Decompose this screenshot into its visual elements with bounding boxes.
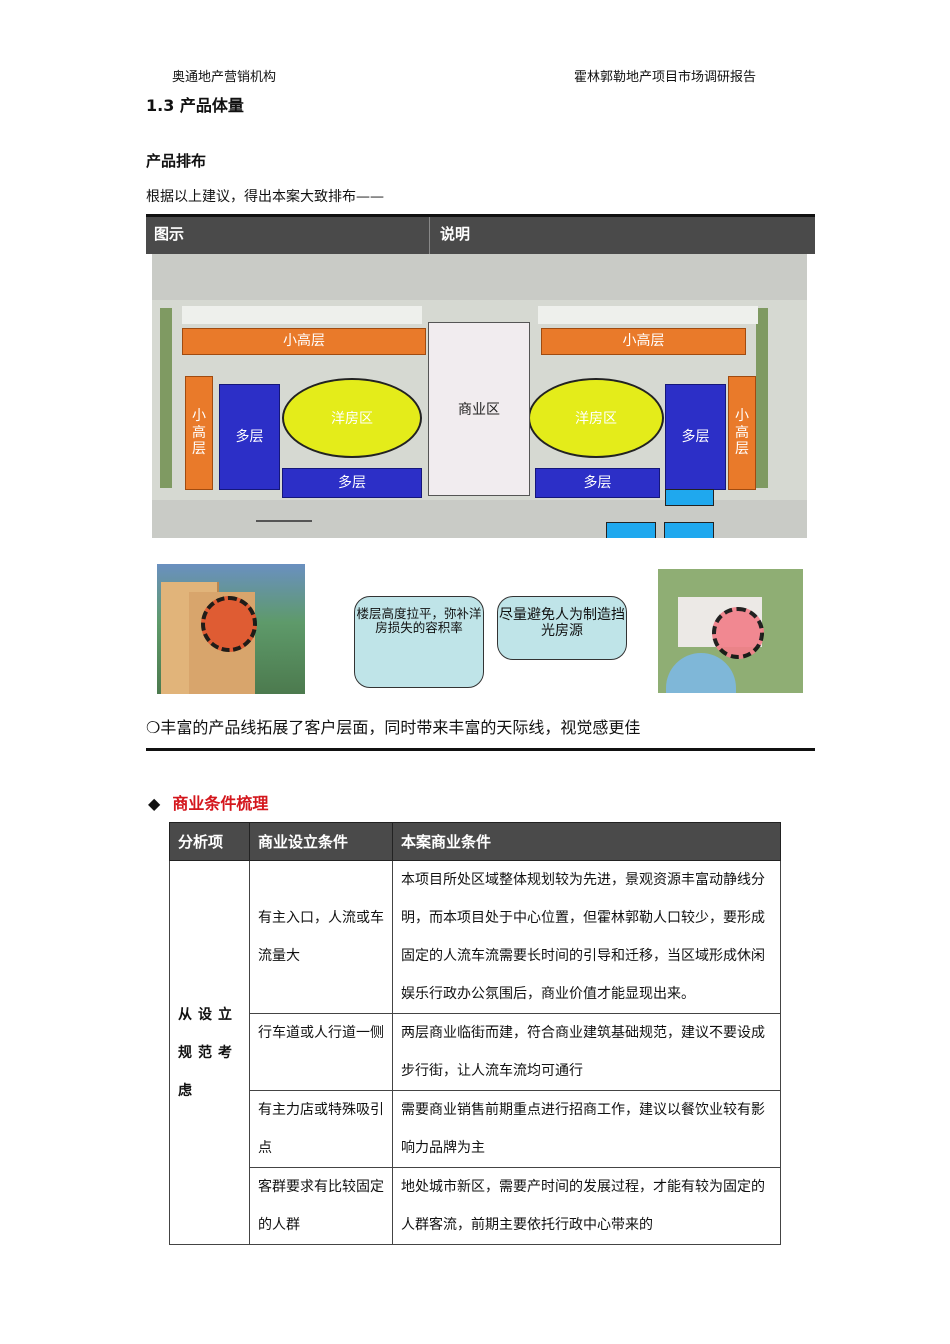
callout-left: 楼层高度拉平，弥补洋房损失的容积率 <box>354 596 484 688</box>
site-photo-right <box>658 569 803 693</box>
col-figure: 图示 <box>154 225 185 243</box>
header-conditions: 商业设立条件 <box>249 822 393 861</box>
condition-cell: 行车道或人行道一侧 <box>249 1013 393 1091</box>
buildings-row-left <box>182 306 422 324</box>
status-cell: 两层商业临街而建，符合商业建筑基础规范，建议不要设成步行街，让人流车流均可通行 <box>392 1013 781 1091</box>
commerce-conditions-table: 分析项 商业设立条件 本案商业条件 从设立规范考虑 有主入口，人流或车流量大 本… <box>169 822 781 1245</box>
zone-multi-storey-bottom-left: 多层 <box>282 468 422 498</box>
section-title: 1.3 产品体量 <box>146 96 244 115</box>
zone-multi-storey-left: 多层 <box>219 384 280 490</box>
condition-cell: 有主入口，人流或车流量大 <box>249 860 393 1014</box>
table-row: 客群要求有比较固定的人群 地处城市新区，需要产时间的发展过程，才能有较为固定的人… <box>170 1167 781 1245</box>
blue-block <box>665 489 714 506</box>
zone-small-high-rise-right: 小高层 <box>541 328 746 355</box>
zone-small-high-rise-vertical-left: 小 高 层 <box>185 376 213 490</box>
condition-cell: 客群要求有比较固定的人群 <box>249 1167 393 1245</box>
header-analysis-item: 分析项 <box>169 822 250 861</box>
callout-right: 尽量避免人为制造挡光房源 <box>497 596 627 660</box>
blue-block <box>606 522 656 538</box>
group-label: 从设立规范考虑 <box>169 860 250 1245</box>
summary-text: 丰富的产品线拓展了客户层面，同时带来丰富的天际线，视觉感更佳 <box>160 718 641 737</box>
tree-row-right <box>756 308 768 488</box>
intro-text: 根据以上建议，得出本案大致排布—— <box>146 189 384 205</box>
header-org: 奥通地产营销机构 <box>172 70 277 85</box>
sub-title: 产品排布 <box>146 152 207 170</box>
pool-shape <box>666 653 736 693</box>
tree-row-left <box>160 308 172 488</box>
col-description: 说明 <box>440 225 471 243</box>
zone-small-high-rise-left: 小高层 <box>182 328 426 355</box>
header-report-title: 霍林郭勒地产项目市场调研报告 <box>574 70 757 85</box>
site-plan-map: 小高层 小高层 小 高 层 小 高 层 多层 多层 多层 多层 洋房区 洋房区 … <box>152 254 807 538</box>
blue-block <box>664 522 714 538</box>
zone-villa-right: 洋房区 <box>528 378 664 458</box>
zone-multi-storey-bottom-right: 多层 <box>535 468 660 498</box>
buildings-row-right <box>538 306 758 324</box>
zone-commercial: 商业区 <box>428 322 530 496</box>
divider-rule <box>146 748 815 751</box>
road-top <box>152 254 807 300</box>
zone-villa-left: 洋房区 <box>282 378 422 458</box>
header-project-conditions: 本案商业条件 <box>392 822 781 861</box>
highlight-circle <box>712 607 764 659</box>
building-photo-left <box>157 564 305 694</box>
condition-cell: 有主力店或特殊吸引点 <box>249 1090 393 1168</box>
summary-line: ❍丰富的产品线拓展了客户层面，同时带来丰富的天际线，视觉感更佳 <box>146 714 640 738</box>
commerce-section-title: ◆商业条件梳理 <box>148 794 269 813</box>
divider <box>429 217 430 254</box>
status-cell: 本项目所处区域整体规划较为先进，景观资源丰富动静线分明，而本项目处于中心位置，但… <box>392 860 781 1014</box>
table-row: 行车道或人行道一侧 两层商业临街而建，符合商业建筑基础规范，建议不要设成步行街，… <box>170 1013 781 1091</box>
table-row: 有主力店或特殊吸引点 需要商业销售前期重点进行招商工作，建议以餐饮业较有影响力品… <box>170 1090 781 1168</box>
table-header-row: 分析项 商业设立条件 本案商业条件 <box>169 822 781 861</box>
status-cell: 地处城市新区，需要产时间的发展过程，才能有较为固定的人群客流，前期主要依托行政中… <box>392 1167 781 1245</box>
diamond-bullet-icon: ◆ <box>148 794 161 813</box>
highlight-circle <box>201 596 257 652</box>
scale-bar <box>256 520 312 526</box>
status-cell: 需要商业销售前期重点进行招商工作，建议以餐饮业较有影响力品牌为主 <box>392 1090 781 1168</box>
table-row: 从设立规范考虑 有主入口，人流或车流量大 本项目所处区域整体规划较为先进，景观资… <box>169 860 781 1245</box>
zone-multi-storey-right: 多层 <box>665 384 726 490</box>
figure-table-header: 图示 说明 <box>146 214 815 254</box>
circle-bullet-icon: ❍ <box>146 718 161 737</box>
zone-small-high-rise-vertical-right: 小 高 层 <box>728 376 756 490</box>
